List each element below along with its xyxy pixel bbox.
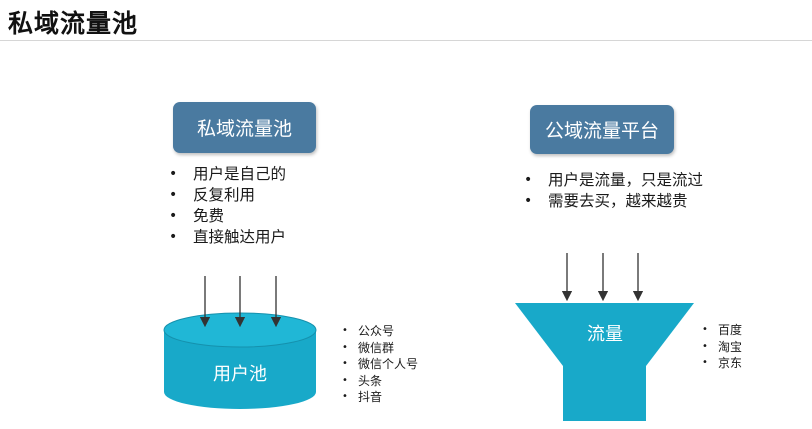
traffic-funnel bbox=[515, 303, 694, 421]
public-sources-list: 百度 淘宝 京东 bbox=[700, 322, 742, 372]
public-domain-bullets: 用户是流量，只是流过 需要去买，越来越贵 bbox=[521, 170, 703, 212]
source-item: 抖音 bbox=[340, 389, 418, 406]
private-domain-header: 私域流量池 bbox=[173, 102, 316, 153]
traffic-label: 流量 bbox=[587, 324, 623, 345]
user-pool-label: 用户池 bbox=[213, 364, 267, 385]
source-item: 淘宝 bbox=[700, 339, 742, 356]
bullet-item: 免费 bbox=[166, 206, 286, 227]
source-item: 京东 bbox=[700, 355, 742, 372]
public-domain-header: 公域流量平台 bbox=[530, 105, 674, 154]
source-item: 微信个人号 bbox=[340, 356, 418, 373]
private-domain-bullets: 用户是自己的 反复利用 免费 直接触达用户 bbox=[166, 164, 286, 248]
source-item: 公众号 bbox=[340, 323, 418, 340]
private-sources-list: 公众号 微信群 微信个人号 头条 抖音 bbox=[340, 323, 418, 406]
bullet-item: 反复利用 bbox=[166, 185, 286, 206]
source-item: 百度 bbox=[700, 322, 742, 339]
source-item: 微信群 bbox=[340, 340, 418, 357]
title-divider bbox=[0, 40, 812, 41]
page-title: 私域流量池 bbox=[8, 9, 139, 38]
bullet-item: 需要去买，越来越贵 bbox=[521, 191, 703, 212]
bullet-item: 用户是自己的 bbox=[166, 164, 286, 185]
bullet-item: 直接触达用户 bbox=[166, 227, 286, 248]
source-item: 头条 bbox=[340, 373, 418, 390]
bullet-item: 用户是流量，只是流过 bbox=[521, 170, 703, 191]
